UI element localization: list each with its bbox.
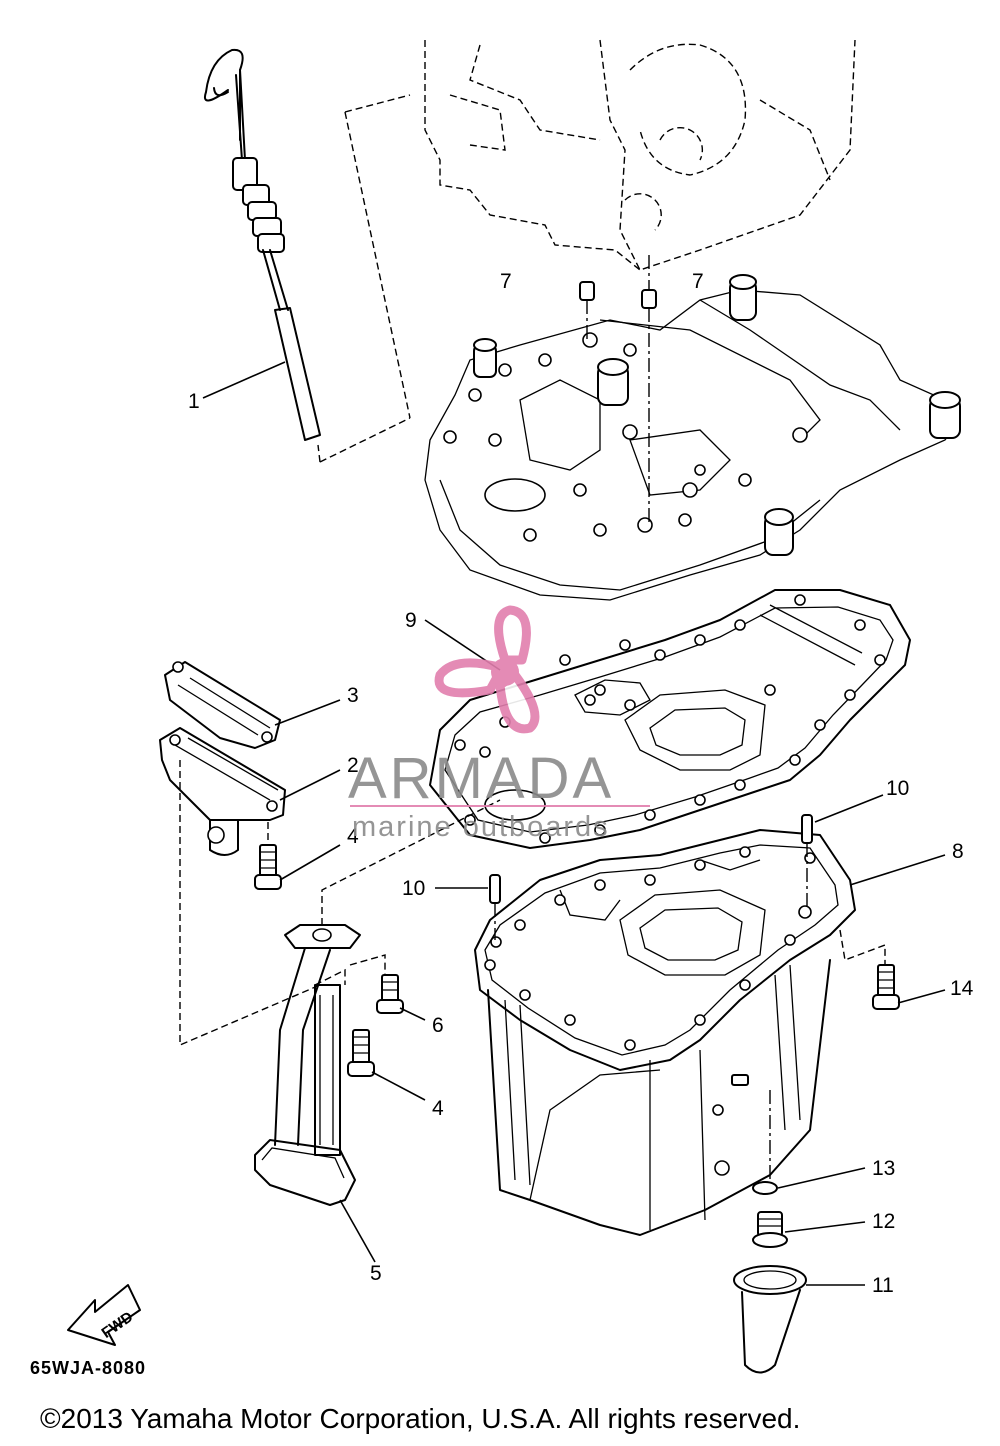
watermark-brand: ARMADA [348,746,614,811]
diagram-code: 65WJA-8080 [30,1358,146,1378]
bolt-6 [376,974,404,1014]
propeller-logo-icon [434,605,540,734]
drain-plug [752,1211,788,1248]
callout-10-left: 10 [402,877,425,900]
exhaust-guide-plate [424,274,961,601]
drain-washer [752,1181,778,1195]
callout-7-right: 7 [692,270,704,293]
callout-14: 14 [950,977,974,1000]
drain-cap [733,1265,807,1374]
pan-bolt-holes [484,846,816,1051]
bolt-14 [872,964,900,1010]
callout-13: 13 [872,1157,895,1180]
plate-bolt-holes [443,332,808,542]
bolt-upper-4 [254,844,282,890]
callout-9: 9 [405,609,417,632]
dowel-pins [579,255,657,525]
callout-11: 11 [872,1274,894,1297]
callout-7-left: 7 [500,270,512,293]
callout-4-upper: 4 [347,825,359,848]
copyright-notice: ©2013 Yamaha Motor Corporation, U.S.A. A… [40,1403,800,1434]
engine-block-ghost [424,39,856,271]
gasket-bolt-holes [454,594,886,844]
oil-strainer [254,924,361,1206]
watermark-tagline: marine outboards [352,811,610,843]
callout-8: 8 [952,840,964,863]
armada-watermark: ARMADA marine outboards [348,605,650,843]
pan-dowel-pins [489,814,813,940]
callout-labels: 1 2 3 4 4 5 6 7 7 8 9 10 10 11 12 13 14 [188,270,974,1297]
oil-strainer-housing [159,727,286,856]
oil-pan-gasket [429,589,911,849]
callout-3: 3 [347,684,359,707]
callout-4-lower: 4 [432,1097,444,1120]
callout-6: 6 [432,1014,444,1037]
oil-pan [474,829,856,1236]
callout-12: 12 [872,1210,895,1233]
fwd-label: FWD [99,1308,137,1342]
callout-2: 2 [347,754,359,777]
callout-10-right: 10 [886,777,909,800]
pickup-gasket [164,661,281,749]
oil-dipstick [204,48,321,441]
callout-1: 1 [188,390,200,413]
fwd-arrow-icon: FWD [67,1284,141,1346]
bolt-lower-4 [347,1029,375,1077]
callout-5: 5 [370,1262,382,1285]
